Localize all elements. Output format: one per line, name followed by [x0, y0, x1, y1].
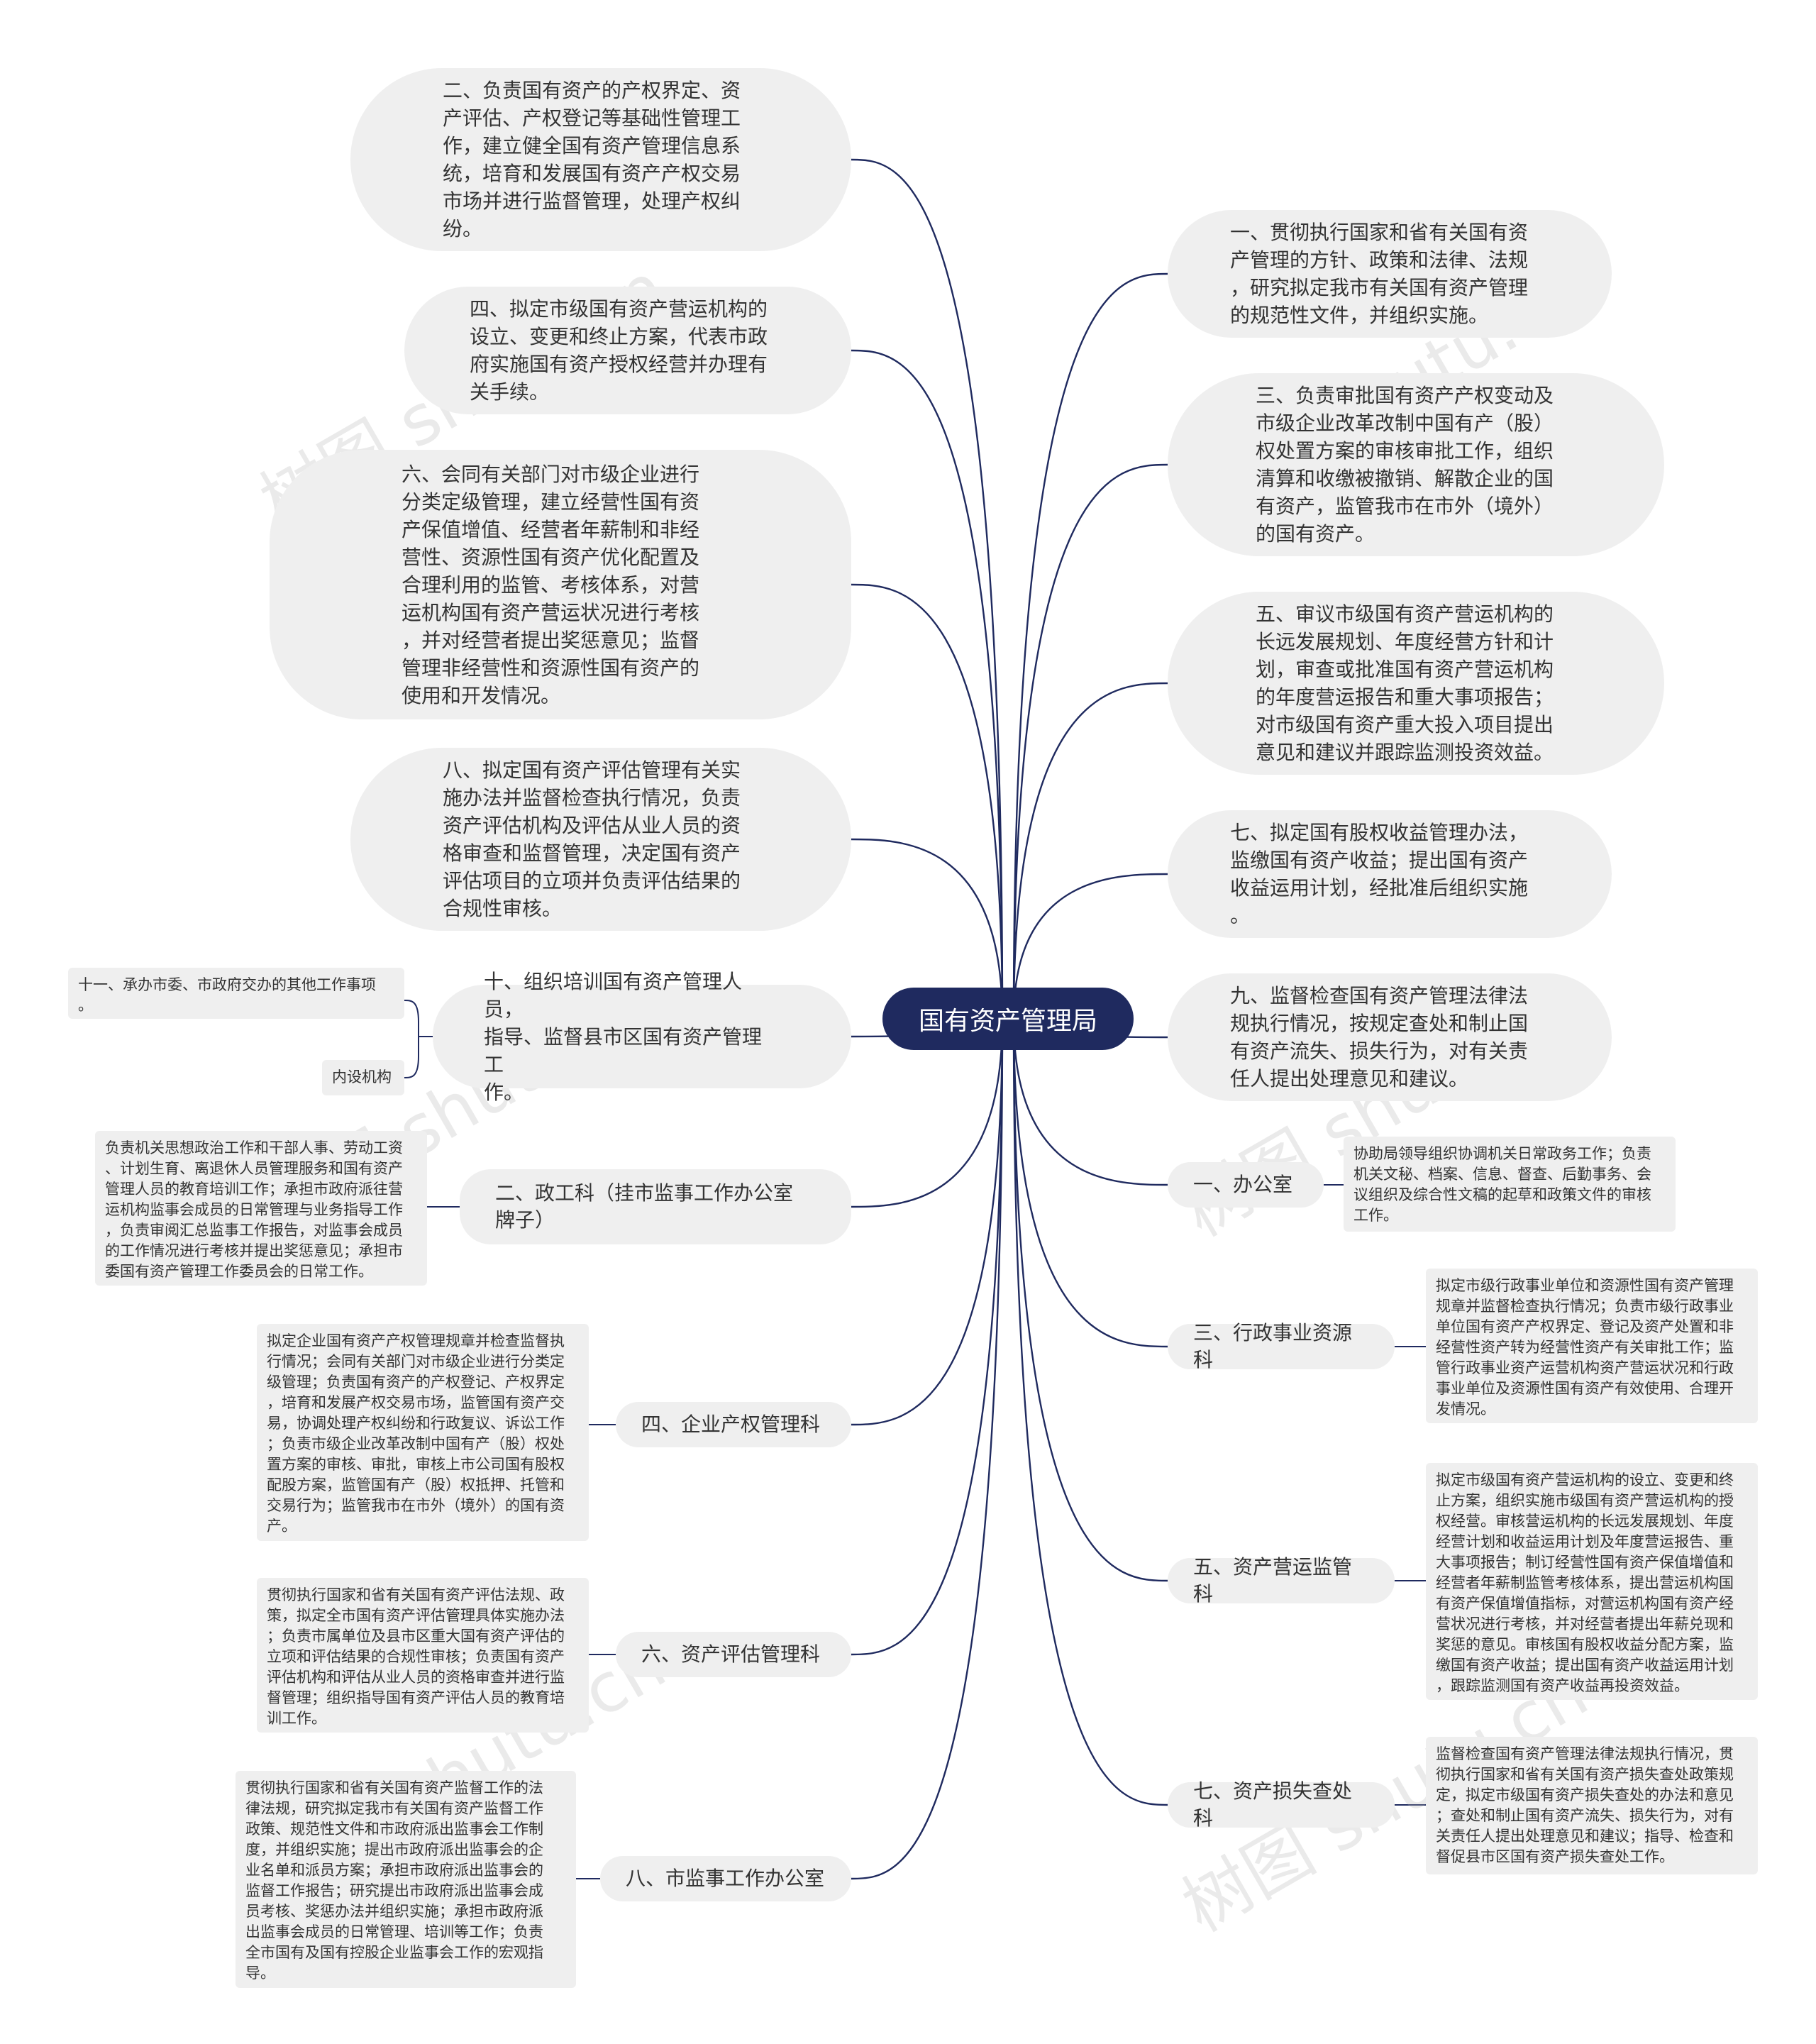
branch-d6: [851, 1018, 1004, 1656]
dept-asset-appraisal-desc: 贯彻执行国家和省有关国有资产评估法规、政 策，拟定全市国有资产评估管理具体实施办…: [257, 1578, 589, 1733]
topic-node-9[interactable]: 九、监督检查国有资产管理法律法 规执行情况，按规定查处和制止国 有资产流失、损失…: [1168, 973, 1612, 1101]
topic-node-7[interactable]: 七、拟定国有股权收益管理办法， 监缴国有资产收益；提出国有资产 收益运用计划，经…: [1168, 810, 1612, 938]
branch-d3: [1012, 1018, 1168, 1348]
topic-node-6[interactable]: 六、会同有关部门对市级企业进行 分类定级管理，建立经营性国有资 产保值增值、经营…: [270, 450, 851, 719]
dept-politics-desc: 负责机关思想政治工作和干部人事、劳动工资 、计划生育、离退休人员管理服务和国有资…: [95, 1131, 427, 1286]
topic-node-4[interactable]: 四、拟定市级国有资产营运机构的 设立、变更和终止方案，代表市政 府实施国有资产授…: [404, 287, 851, 414]
dept-supervisory-office[interactable]: 八、市监事工作办公室: [600, 1856, 851, 1901]
branch-d7: [1012, 1018, 1168, 1806]
dept-asset-operation[interactable]: 五、资产营运监管科: [1168, 1555, 1395, 1606]
branch-n8: [851, 838, 1004, 1020]
topic-node-3[interactable]: 三、负责审批国有资产产权变动及 市级企业改革改制中国有产（股） 权处置方案的审核…: [1168, 373, 1664, 556]
branch-n1: [1012, 272, 1168, 1020]
dept-admin-resources-desc: 拟定市级行政事业单位和资源性国有资产管理 规章并监督检查执行情况；负责市级行政事…: [1426, 1269, 1758, 1423]
topic-node-2[interactable]: 二、负责国有资产的产权界定、资 产评估、产权登记等基础性管理工 作，建立健全国有…: [350, 68, 851, 251]
dept-supervisory-office-desc: 贯彻执行国家和省有关国有资产监督工作的法 律法规，研究拟定我市有关国有资产监督工…: [236, 1771, 576, 1988]
dept-asset-appraisal[interactable]: 六、资产评估管理科: [616, 1632, 851, 1677]
branch-d4: [851, 1018, 1004, 1426]
branch-n7: [1012, 873, 1168, 1020]
dept-enterprise-property[interactable]: 四、企业产权管理科: [616, 1402, 851, 1447]
dept-enterprise-property-desc: 拟定企业国有资产产权管理规章并检查监督执 行情况；会同有关部门对市级企业进行分类…: [257, 1324, 589, 1541]
branch-d2: [851, 1018, 1004, 1208]
internal-departments-label[interactable]: 内设机构: [322, 1060, 404, 1095]
dept-politics[interactable]: 二、政工科（挂市监事工作办公室 牌子）: [460, 1169, 851, 1244]
branch-n2: [851, 158, 1004, 1020]
branch-d5: [1012, 1018, 1168, 1582]
branch-n3: [1012, 463, 1168, 1020]
topic-node-5[interactable]: 五、审议市级国有资产营运机构的 长远发展规划、年度经营方针和计 划，审查或批准国…: [1168, 592, 1664, 775]
dept-asset-loss-desc: 监督检查国有资产管理法律法规执行情况，贯 彻执行国家和省有关国有资产损失查处政策…: [1426, 1737, 1758, 1874]
dept-general-office-desc: 协助局领导组织协调机关日常政务工作；负责 机关文秘、档案、信息、督查、后勤事务、…: [1344, 1137, 1676, 1232]
dept-admin-resources[interactable]: 三、行政事业资源科: [1168, 1321, 1395, 1371]
branch-d8: [851, 1018, 1004, 1880]
branch-d1: [1012, 1018, 1168, 1186]
topic-node-8[interactable]: 八、拟定国有资产评估管理有关实 施办法并监督检查执行情况，负责 资产评估机构及评…: [350, 748, 851, 931]
topic-node-1[interactable]: 一、贯彻执行国家和省有关国有资 产管理的方针、政策和法律、法规 ，研究拟定我市有…: [1168, 210, 1612, 338]
bracket-curve: [404, 1000, 419, 1078]
topic-node-10[interactable]: 十、组织培训国有资产管理人员， 指导、监督县市区国有资产管理工 作。: [433, 970, 851, 1104]
dept-general-office[interactable]: 一、办公室: [1168, 1162, 1324, 1208]
branch-n5: [1012, 682, 1168, 1020]
dept-asset-operation-desc: 拟定市级国有资产营运机构的设立、变更和终 止方案，组织实施市级国有资产营运机构的…: [1426, 1463, 1758, 1700]
branch-n6: [851, 583, 1004, 1020]
branch-n4: [851, 349, 1004, 1020]
topic-node-11[interactable]: 十一、承办市委、市政府交办的其他工作事项 。: [68, 968, 404, 1019]
dept-asset-loss[interactable]: 七、资产损失查处科: [1168, 1779, 1395, 1830]
root-node[interactable]: 国有资产管理局: [882, 988, 1134, 1050]
